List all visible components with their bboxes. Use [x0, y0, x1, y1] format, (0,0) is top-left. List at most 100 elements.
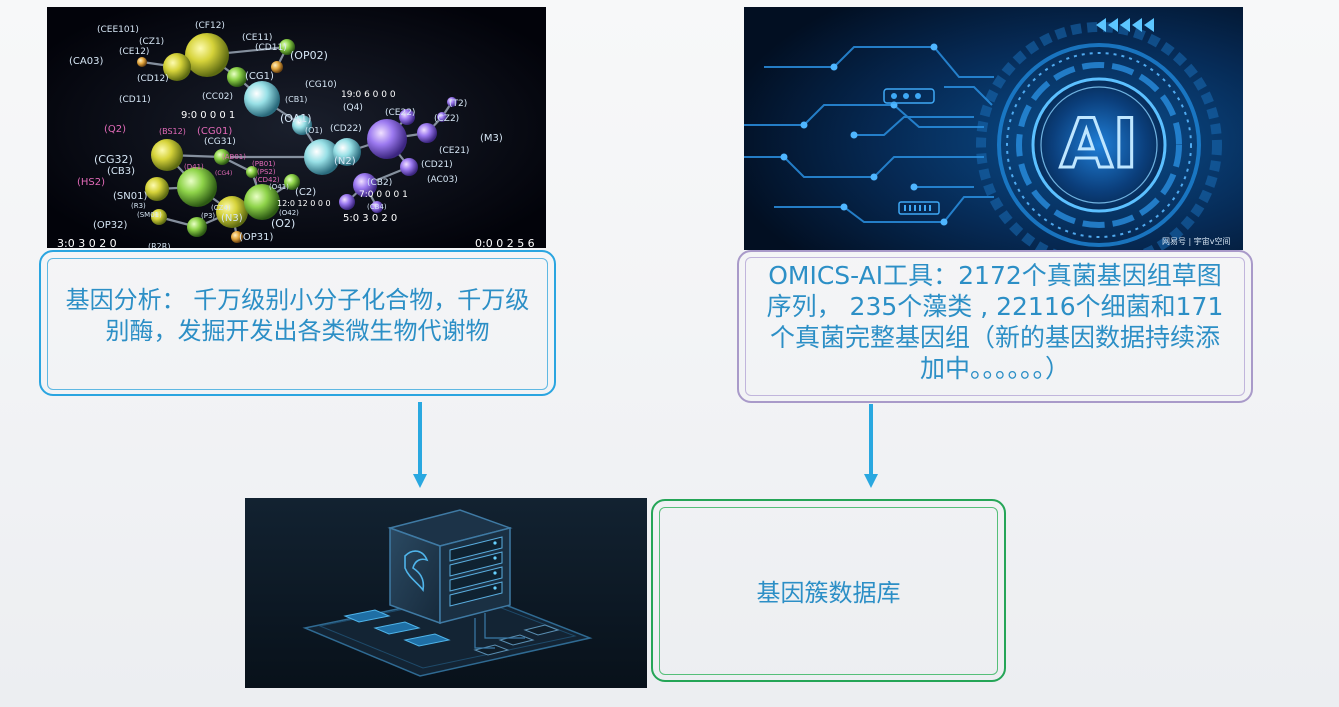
molecule-atom	[163, 53, 191, 81]
molecule-label: (CZ2)	[434, 114, 459, 124]
molecule-label: (SN01)	[113, 191, 147, 202]
molecule-atom	[279, 39, 295, 55]
molecule-label: (C2)	[295, 187, 316, 198]
gene-cluster-db-box: 基因簇数据库	[651, 499, 1006, 682]
molecule-label: (CZ4)	[211, 204, 231, 212]
molecule-label: (CB1)	[285, 95, 307, 104]
molecule-label: (CG4)	[215, 170, 232, 177]
molecule-label: (AC03)	[427, 175, 458, 185]
molecule-label: (CG10)	[305, 80, 337, 90]
ai-circuit-image: AI	[744, 7, 1243, 250]
molecule-label: (CE21)	[439, 146, 469, 156]
molecule-atom	[227, 67, 247, 87]
molecule-label: (BS12)	[159, 127, 186, 136]
molecule-label: 12:0 12 0 0 0	[277, 199, 331, 208]
molecule-atom	[271, 61, 283, 73]
molecule-atom	[371, 201, 383, 213]
molecule-atom	[151, 209, 167, 225]
molecule-label: (D41)	[184, 163, 204, 171]
molecule-label: (R3)	[131, 202, 146, 210]
ai-center-text: AI	[1060, 105, 1138, 184]
molecule-label: (OP31)	[239, 232, 274, 243]
molecule-label: (T2)	[449, 99, 467, 109]
molecule-label: (CA03)	[69, 56, 103, 67]
molecule-atom	[177, 167, 217, 207]
molecule-atom	[231, 231, 243, 243]
molecule-label: (CD11)	[119, 95, 151, 105]
molecule-atom	[292, 115, 312, 135]
molecule-label: (CG1)	[245, 71, 274, 82]
molecule-label: (O41)	[269, 183, 289, 191]
molecule-label: (OA1)	[280, 112, 312, 125]
molecule-label: 19:0 6 0 0 0	[341, 90, 396, 100]
omics-ai-box: OMICS-AI工具：2172个真菌基因组草图序列， 235个藻类 , 2211…	[737, 250, 1253, 403]
ai-watermark: 网易号 | 宇宙v空间	[1162, 236, 1231, 246]
molecule-atom	[333, 138, 361, 166]
molecule-atom	[187, 217, 207, 237]
molecule-label: (PB01)	[252, 160, 276, 168]
molecule-label: 5:0 3 0 2 0	[343, 213, 397, 224]
molecule-atom	[284, 174, 300, 190]
gene-cluster-db-text: 基因簇数据库	[756, 579, 901, 607]
molecule-network-image: (CEE101)(CF12)(CZ1)(CE11)(CE12)(CD11)(OP…	[47, 7, 546, 248]
molecule-label: (O42)	[279, 209, 299, 217]
molecule-label: (R2R)	[148, 242, 170, 248]
molecule-label: (HS2)	[77, 177, 105, 188]
molecule-label: (O1)	[305, 126, 323, 135]
molecule-atom	[185, 33, 229, 77]
molecule-atom	[216, 196, 248, 228]
molecule-label: (SM01)	[137, 211, 162, 219]
molecule-label: (OP02)	[290, 49, 328, 62]
molecule-label: (CB2)	[367, 178, 392, 188]
molecule-label: (CD42)	[255, 176, 280, 184]
molecule-label: (P3)	[201, 212, 215, 220]
gene-analysis-text: 基因分析： 千万级别小分子化合物，千万级别酶，发掘开发出各类微生物代谢物	[65, 286, 530, 345]
molecule-label: (PS2)	[257, 168, 276, 176]
molecule-atom	[304, 139, 340, 175]
molecule-label: (CF12)	[195, 21, 225, 31]
molecule-atom	[246, 166, 258, 178]
molecule-label: (CE12)	[119, 47, 149, 57]
molecule-label: 9:0 0 0 0 1	[181, 110, 235, 121]
molecule-atom	[417, 123, 437, 143]
molecule-label: (CZ1)	[139, 37, 164, 47]
omics-ai-text: OMICS-AI工具：2172个真菌基因组草图序列， 235个藻类 , 2211…	[766, 260, 1224, 383]
down-arrow-right	[864, 404, 878, 488]
molecule-atom	[447, 97, 457, 107]
molecule-atom	[151, 139, 183, 171]
molecule-label: (CG31)	[204, 137, 236, 147]
database-server-graphic	[245, 498, 647, 688]
molecule-corner-bottom-right: 0:0 0 2 5 6	[475, 237, 535, 248]
molecule-atom	[145, 177, 169, 201]
molecule-label: (CB3)	[107, 166, 135, 177]
molecule-atom	[353, 173, 377, 197]
database-server-image	[245, 498, 647, 688]
molecule-label: (CD22)	[330, 124, 362, 134]
molecule-label: (Q4)	[343, 103, 363, 113]
ai-circuit-graphic: AI	[744, 7, 1243, 250]
molecule-label: (N2)	[334, 156, 356, 167]
molecule-label: (CE11)	[242, 33, 272, 43]
molecule-atom	[137, 57, 147, 67]
molecule-label: (CG32)	[94, 153, 133, 166]
molecule-label: (CD11)	[255, 43, 287, 53]
molecule-label: (O2)	[271, 217, 295, 230]
molecule-atom	[399, 109, 415, 125]
molecule-corner-bottom-left: 3:0 3 0 2 0	[57, 237, 117, 248]
molecule-label: (CE22)	[385, 108, 415, 118]
molecule-atom	[400, 158, 418, 176]
molecule-atom	[244, 81, 280, 117]
molecule-atom	[214, 149, 230, 165]
gene-analysis-box: 基因分析： 千万级别小分子化合物，千万级别酶，发掘开发出各类微生物代谢物	[39, 250, 556, 396]
molecule-label: (CEE101)	[97, 25, 139, 35]
molecule-label: (Q2)	[104, 124, 126, 135]
molecule-network-graphic: (CEE101)(CF12)(CZ1)(CE11)(CE12)(CD11)(OP…	[47, 7, 546, 248]
molecule-label: (CG01)	[197, 126, 232, 137]
down-arrow-left	[413, 402, 427, 488]
molecule-label: (M3)	[480, 133, 503, 144]
molecule-atom	[437, 112, 447, 122]
molecule-label: (N3)	[221, 213, 243, 224]
molecule-label: (CD21)	[421, 160, 453, 170]
molecule-label: (OP32)	[93, 220, 128, 231]
molecule-atom	[367, 119, 407, 159]
